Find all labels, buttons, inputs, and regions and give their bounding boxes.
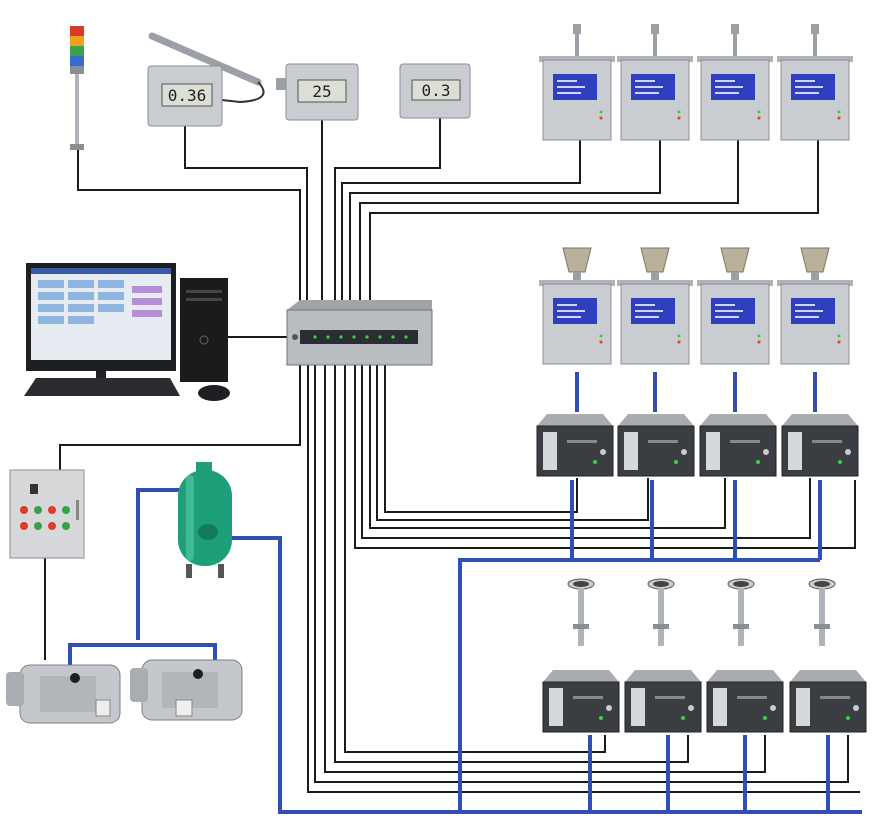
meter-3: 0.3 (399, 63, 471, 119)
particle-counter-icon (781, 414, 859, 477)
bottom-counters (542, 670, 867, 733)
particle-counter-icon (542, 670, 620, 733)
antenna-monitor (539, 24, 615, 141)
meter-2: 25 (276, 63, 359, 121)
mid-counters (536, 414, 859, 477)
particle-counter-icon (624, 670, 702, 733)
particle-counter-icon (617, 414, 695, 477)
vacuum-tubes (68, 372, 862, 814)
signal-cables (44, 115, 860, 793)
particle-counter-icon (789, 670, 867, 733)
air-tank-icon (178, 462, 232, 578)
antenna-monitor (697, 24, 773, 141)
antenna-monitor (777, 24, 853, 141)
antenna-monitor (617, 24, 693, 141)
cup-monitor (539, 247, 615, 365)
cup-monitor (777, 247, 853, 365)
airborne-sampler-icon (647, 578, 675, 646)
top-monitors (539, 24, 853, 141)
mid-monitors (539, 247, 853, 365)
control-box-icon (9, 469, 85, 559)
airborne-sampler-icon (808, 578, 836, 646)
meter-3-reading: 0.3 (422, 81, 451, 100)
meter-2-reading: 25 (312, 82, 331, 101)
cup-monitor (617, 247, 693, 365)
bottom-samplers (567, 578, 836, 646)
vacuum-pump-icon (6, 659, 243, 724)
particle-counter-icon (699, 414, 777, 477)
meter-1-reading: 0.36 (168, 86, 207, 105)
airborne-sampler-icon (567, 578, 595, 646)
meter-1: 0.36 (147, 32, 265, 127)
airborne-sampler-icon (727, 578, 755, 646)
signal-tower-light-icon (70, 26, 84, 150)
particle-counter-icon (536, 414, 614, 477)
cup-monitor (697, 247, 773, 365)
network-switch-icon (286, 300, 433, 366)
particle-counter-icon (706, 670, 784, 733)
computer-icon (24, 263, 230, 401)
